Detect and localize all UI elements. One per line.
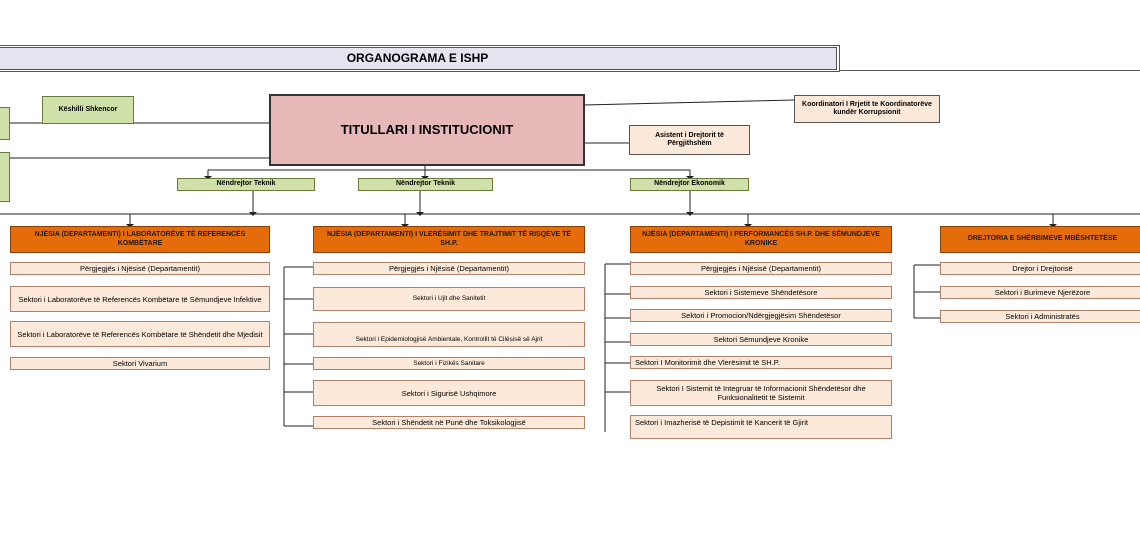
dept4-item-drejtor[interactable]: Drejtor i Drejtorisë <box>940 262 1140 275</box>
dept3-item-pergjegjes[interactable]: Përgjegjës i Njësisë (Departamentit) <box>630 262 892 275</box>
dept3-item-imazherise[interactable]: Sektori i Imazherisë të Depistimit të Ka… <box>630 415 892 439</box>
keshilli-shkencor-box[interactable]: Këshilli Shkencor <box>42 96 134 124</box>
title-rule <box>840 70 1140 71</box>
nendrejtor-teknik-2-box[interactable]: Nëndrejtor Teknik <box>358 178 493 191</box>
dept2-item-sigurise[interactable]: Sektori i Sigurisë Ushqimore <box>313 380 585 406</box>
dept1-item-vivarium[interactable]: Sektori Vivarium <box>10 357 270 370</box>
dept3-item-promocion[interactable]: Sektori i Promocion/Ndërgjegjësim Shënde… <box>630 309 892 322</box>
koordinatori-box[interactable]: Koordinatori I Rrjetit te Koordinatorëve… <box>794 95 940 123</box>
left-cutoff-box-top <box>0 107 10 140</box>
department-header-risqeve[interactable]: NJËSIA (DEPARTAMENTI) I VLERËSIMIT DHE T… <box>313 226 585 253</box>
department-header-sherbimeve[interactable]: DREJTORIA E SHËRBIMEVE MBËSHTETËSE <box>940 226 1140 253</box>
dept1-item-pergjegjes[interactable]: Përgjegjës i Njësisë (Departamentit) <box>10 262 270 275</box>
dept3-item-kronike[interactable]: Sektori Sëmundjeve Kronike <box>630 333 892 346</box>
title-bar-frame <box>0 45 840 72</box>
dept2-item-pergjegjes[interactable]: Përgjegjës i Njësisë (Departamentit) <box>313 262 585 275</box>
asistent-box[interactable]: Asistent i Drejtorit të Përgjithshëm <box>629 125 750 155</box>
titullari-box[interactable]: TITULLARI I INSTITUCIONIT <box>269 94 585 166</box>
department-header-laboratoreve[interactable]: NJËSIA (DEPARTAMENTI) I LABORATORËVE TË … <box>10 226 270 253</box>
dept2-item-shendetit-pune[interactable]: Sektori i Shëndetit në Punë dhe Toksikol… <box>313 416 585 429</box>
dept1-item-mjedisit[interactable]: Sektori i Laboratorëve të Referencës Kom… <box>10 321 270 347</box>
left-cutoff-box-bottom <box>0 152 10 202</box>
dept4-item-administrates[interactable]: Sektori i Administratës <box>940 310 1140 323</box>
dept2-item-ujit[interactable]: Sektori i Ujit dhe Sanitetit <box>313 287 585 311</box>
dept4-item-burimeve[interactable]: Sektori i Burimeve Njerëzore <box>940 286 1140 299</box>
dept3-item-monitorimit[interactable]: Sektori I Monitorimit dhe Vlerësimit të … <box>630 356 892 369</box>
dept2-item-epidemiologjise[interactable]: Sektori i Epidemiologjisë Ambientale, Ko… <box>313 322 585 347</box>
dept1-item-infektive[interactable]: Sektori i Laboratorëve të Referencës Kom… <box>10 286 270 312</box>
page-title: ORGANOGRAMA E ISHP <box>0 47 837 70</box>
nendrejtor-ekonomik-box[interactable]: Nëndrejtor Ekonomik <box>630 178 749 191</box>
dept3-item-integruar[interactable]: Sektori I Sistemit të Integruar të Infor… <box>630 380 892 406</box>
dept2-item-fizikes[interactable]: Sektori i Fizikës Sanitare <box>313 357 585 370</box>
nendrejtor-teknik-1-box[interactable]: Nëndrejtor Teknik <box>177 178 315 191</box>
department-header-performances[interactable]: NJËSIA (DEPARTAMENTI) I PERFORMANCËS SH.… <box>630 226 892 253</box>
dept3-item-sistemeve[interactable]: Sektori i Sistemeve Shëndetësore <box>630 286 892 299</box>
